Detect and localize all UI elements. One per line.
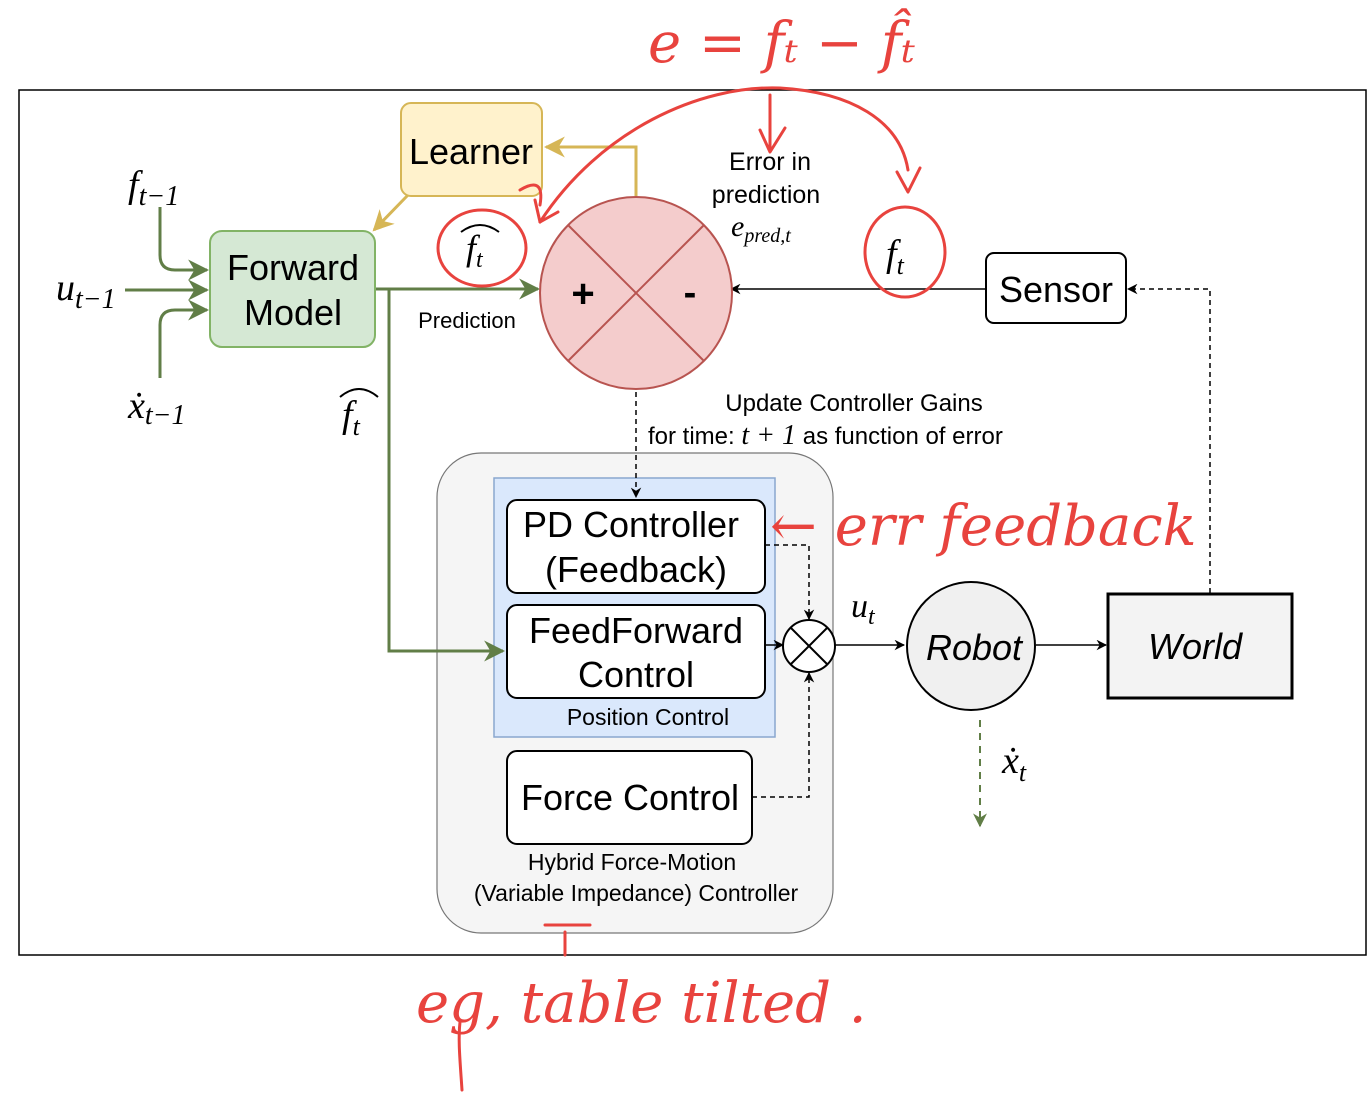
xdot-prev-symbol: ẋt−1 <box>127 385 186 431</box>
force-control-label: Force Control <box>521 777 739 818</box>
annotation-error-equation: e = fₜ − f̂ₜ <box>648 7 915 76</box>
f-measured-symbol: ft <box>886 233 905 280</box>
world-label: World <box>1148 626 1243 667</box>
feedforward-box <box>506 604 766 699</box>
learner-box <box>400 102 543 197</box>
feedforward-label-1: FeedForward <box>529 610 743 651</box>
comparator-plus: + <box>571 272 594 316</box>
arrow-fhat-feedforward <box>387 289 506 662</box>
comparator: + - <box>539 196 733 390</box>
summing-junction <box>782 619 836 673</box>
arrow-sum-to-learner <box>543 136 638 196</box>
xdot-t-symbol: ẋt <box>1001 740 1027 787</box>
forward-model-label-1: Forward <box>227 247 359 288</box>
f-hat-output-symbol: ft <box>339 388 379 441</box>
pd-controller-label-2: (Feedback) <box>545 549 727 590</box>
arrow-learner-to-model <box>372 193 410 232</box>
position-control-label: Position Control <box>567 704 729 730</box>
arrow-pd-to-junction <box>765 544 815 621</box>
annotation-err-feedback: ← err feedback <box>770 494 1197 559</box>
learner-label: Learner <box>409 131 533 172</box>
robot-label: Robot <box>926 627 1024 668</box>
u-t-symbol: ut <box>851 588 876 630</box>
arrow-force-to-junction <box>752 671 815 798</box>
feedforward-label-2: Control <box>578 654 694 695</box>
sensor-label: Sensor <box>999 269 1113 310</box>
comparator-minus: - <box>684 272 697 314</box>
hybrid-label-1: Hybrid Force-Motion <box>528 849 736 875</box>
forward-model-box <box>209 230 376 348</box>
update-gains-label-1: Update Controller Gains <box>725 390 982 417</box>
forward-model-label-2: Model <box>244 292 342 333</box>
error-label-2: prediction <box>712 181 820 209</box>
svg-text:ft: ft <box>466 228 484 273</box>
annotation-table-tilted: eg, table tilted . <box>416 971 867 1036</box>
diagram-frame <box>18 89 1367 956</box>
f-prev-symbol: ft−1 <box>128 164 179 212</box>
arrow-xdot-prev <box>158 299 210 378</box>
update-gains-label-2: for time: t + 1 as function of error <box>648 420 1003 451</box>
hybrid-label-2: (Variable Impedance) Controller <box>474 880 799 906</box>
force-control-box <box>506 750 753 845</box>
sensor-box <box>985 252 1127 324</box>
pd-controller-label-1: PD Controller <box>523 504 739 545</box>
arrow-f-prev <box>158 207 210 281</box>
u-prev-symbol: ut−1 <box>56 267 116 315</box>
annotation-strokes <box>436 86 947 1092</box>
f-hat-pred-symbol: ft <box>460 224 500 273</box>
arrow-world-to-sensor <box>1126 283 1211 593</box>
pd-controller-box <box>506 499 766 594</box>
svg-text:ft: ft <box>342 394 361 441</box>
robot-node <box>906 581 1036 711</box>
prediction-label: Prediction <box>418 308 516 333</box>
error-symbol: epred,t <box>731 210 791 247</box>
world-box <box>1106 592 1294 700</box>
